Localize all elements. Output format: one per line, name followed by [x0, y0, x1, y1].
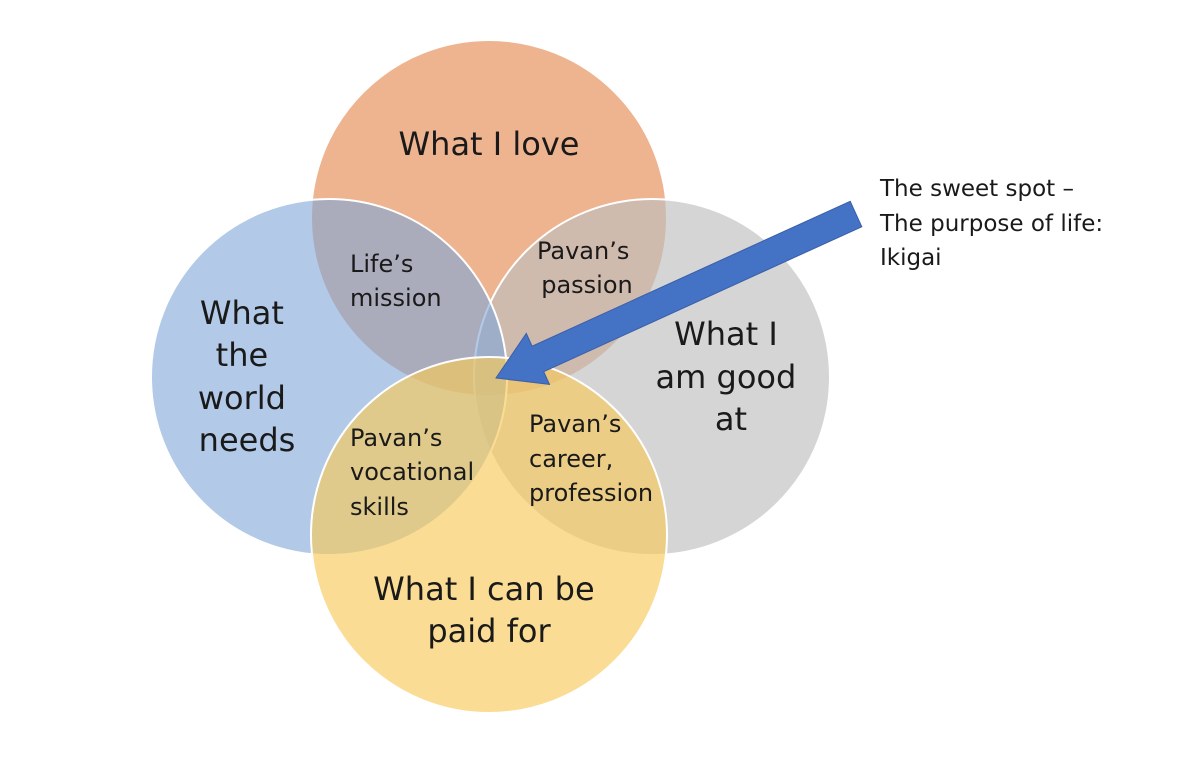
label-world-needs-line: What [200, 294, 284, 332]
sweet-spot-arrow [495, 200, 863, 386]
label-world-needs-line: the [216, 336, 269, 374]
annotation-line: The purpose of life: [879, 211, 1103, 237]
label-career-profession: Pavan’s career, profession [529, 410, 653, 507]
label-profession-line: Pavan’s [529, 410, 621, 438]
label-good-at-line: at [715, 400, 747, 438]
label-lifes-mission: Life’s mission [350, 250, 442, 312]
label-passion: Pavan’s passion [537, 237, 637, 299]
label-what-i-love: What I love [399, 125, 580, 163]
label-world-needs-line: world [198, 379, 286, 417]
label-vocational-skills: Pavan’s vocational skills [350, 424, 482, 521]
label-mission-line: Life’s [350, 250, 413, 278]
circle-what-i-can-be-paid-for [310, 356, 668, 714]
label-what-i-can-be-paid-for: What I can be paid for [373, 570, 605, 650]
label-what-i-am-good-at: What I am good at [656, 315, 807, 438]
label-profession-line: career, [529, 445, 613, 473]
label-vocation-line: vocational [350, 458, 474, 486]
label-passion-line: Pavan’s [537, 237, 629, 265]
label-passion-line: passion [541, 271, 633, 299]
label-world-needs-line: needs [199, 421, 296, 459]
label-what-the-world-needs: What the world needs [198, 294, 296, 459]
annotation-line: Ikigai [880, 245, 942, 271]
label-good-at-line: What I [674, 315, 778, 353]
sweet-spot-annotation: The sweet spot – The purpose of life: Ik… [879, 176, 1110, 271]
label-paid-for-line: paid for [427, 612, 551, 650]
label-mission-line: mission [350, 284, 442, 312]
annotation-line: The sweet spot – [879, 176, 1074, 202]
label-good-at-line: am good [656, 358, 797, 396]
label-paid-for-line: What I can be [373, 570, 595, 608]
label-vocation-line: skills [350, 493, 409, 521]
label-profession-line: profession [529, 479, 653, 507]
label-vocation-line: Pavan’s [350, 424, 442, 452]
label-what-i-love-line: What I love [399, 125, 580, 163]
